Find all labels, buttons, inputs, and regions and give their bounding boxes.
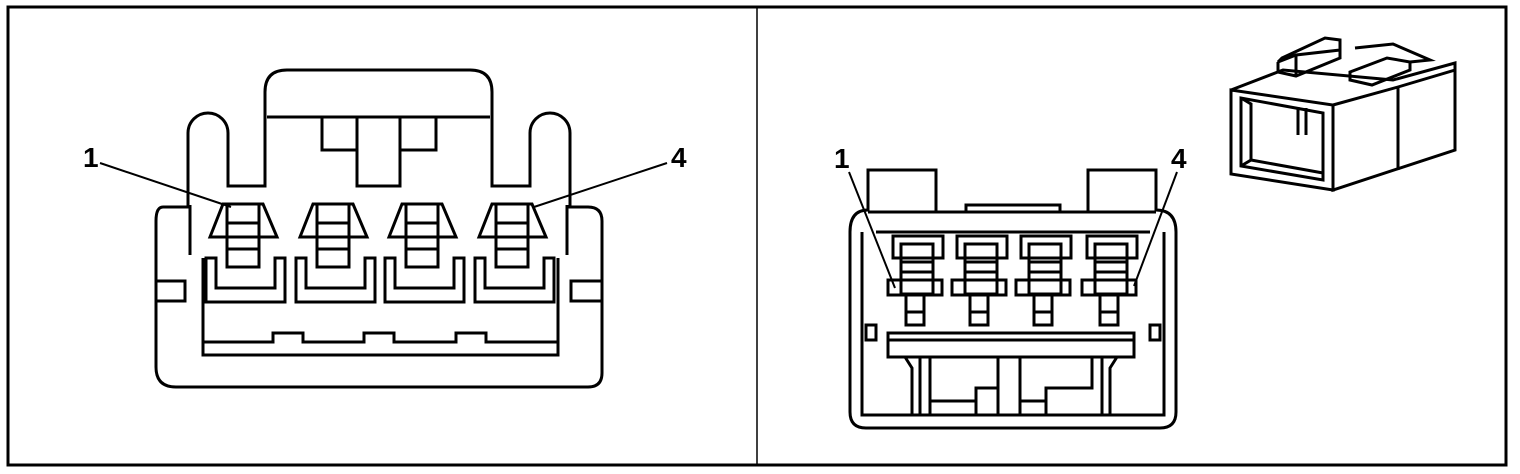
left-cavity-2 <box>294 202 377 304</box>
right-cavity-4 <box>1080 234 1139 327</box>
right-pocket-l <box>928 357 978 415</box>
left-side-nub-r <box>569 279 604 303</box>
right-post-r <box>1108 356 1119 415</box>
iso-connector-view <box>1229 36 1457 193</box>
left-side-nub-l <box>154 279 187 303</box>
right-pin-label-1: 1 <box>834 143 850 174</box>
right-lower-bar <box>886 331 1136 359</box>
left-inner-wall <box>201 258 560 357</box>
iso-front-inner-b <box>1250 158 1324 175</box>
right-pocket-l-block <box>974 386 1000 417</box>
right-connector-outline <box>848 168 1178 430</box>
iso-latch-top <box>1276 36 1342 64</box>
right-connector-face: 1 4 <box>834 143 1187 430</box>
right-leader-pin-1 <box>848 171 896 289</box>
left-cavity-4 <box>473 202 556 304</box>
iso-key-block <box>1348 56 1412 87</box>
right-pocket-r <box>1018 357 1094 415</box>
right-cavity-2 <box>950 234 1009 327</box>
left-pin-label-1: 1 <box>83 142 99 173</box>
left-pin-label-4: 4 <box>671 142 687 173</box>
left-connector-outline <box>154 68 604 389</box>
left-leader-pin-1 <box>99 162 232 208</box>
left-connector-face: 1 4 <box>83 68 687 389</box>
iso-top-face <box>1230 61 1457 107</box>
iso-front-inner-l <box>1240 96 1253 168</box>
right-leader-pin-4 <box>1133 171 1178 287</box>
right-inner-wall <box>860 232 1166 417</box>
iso-side-face <box>1331 70 1457 193</box>
right-side-nub-l <box>864 323 878 342</box>
left-cavity-3 <box>383 202 466 304</box>
left-bottom-key-bar <box>203 331 558 344</box>
right-pin-label-4: 4 <box>1171 143 1187 174</box>
iso-front-opening <box>1239 96 1325 182</box>
right-post-l <box>903 356 914 415</box>
left-latch <box>320 117 438 188</box>
right-cavity-1 <box>886 234 945 327</box>
left-leader-pin-4 <box>533 162 668 208</box>
left-cavity-1 <box>204 202 287 304</box>
iso-front-pin <box>1296 107 1308 135</box>
iso-key-top <box>1354 42 1436 64</box>
right-cavity-3 <box>1014 234 1073 327</box>
right-side-nub-r <box>1148 323 1162 342</box>
